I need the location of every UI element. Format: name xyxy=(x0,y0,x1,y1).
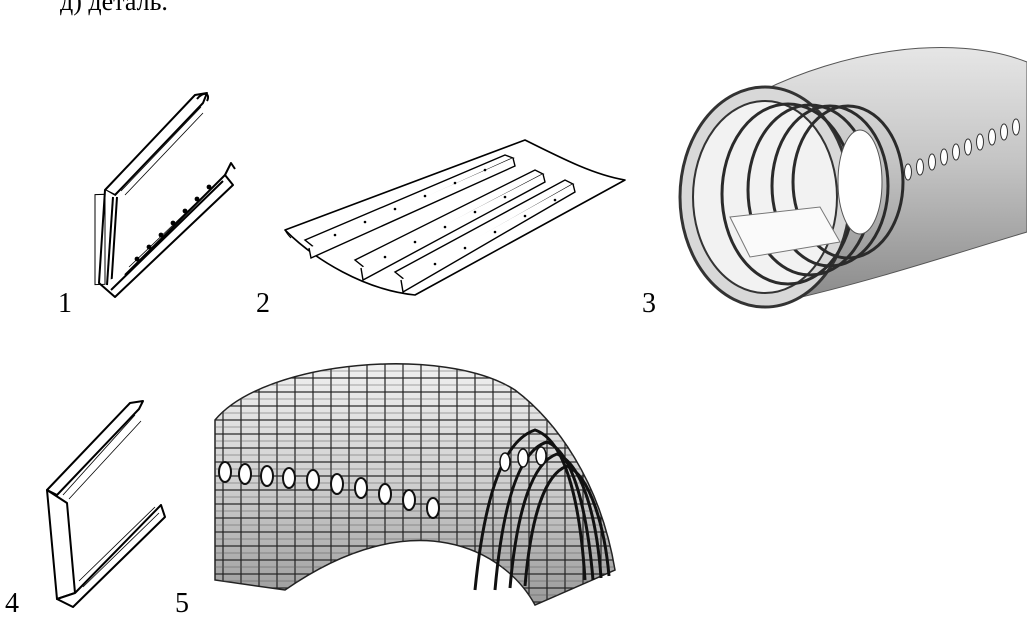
figure-number-2: 2 xyxy=(256,288,270,319)
stiffened-panel-icon xyxy=(284,139,626,296)
fuselage-frame-assembly-icon xyxy=(214,363,616,606)
z-profile-icon xyxy=(46,400,166,608)
figure-number-1: 1 xyxy=(58,288,72,319)
figure-number-3: 3 xyxy=(642,288,656,319)
fuselage-section-icon xyxy=(678,47,1027,309)
stringer-profile-icon xyxy=(94,92,236,298)
figure-number-4: 4 xyxy=(5,588,19,619)
figure-number-5: 5 xyxy=(175,588,189,619)
page-caption: д) деталь. xyxy=(60,0,168,16)
